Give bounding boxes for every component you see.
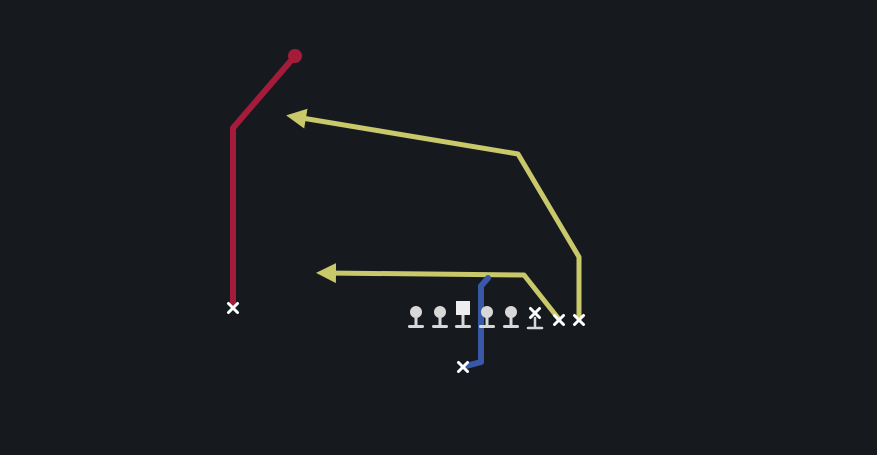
slot-receiver-marker [553,314,565,326]
left-receiver-marker [227,302,239,314]
red-route [230,49,302,308]
right-receiver-marker [573,314,585,326]
center-icon [455,301,471,328]
tight-end-stance [526,316,544,330]
offensive-line [408,301,519,328]
red-route-end-circle [288,49,302,63]
lineman-icon [479,306,495,328]
player-markers [227,302,585,373]
tight-end-marker [529,307,541,319]
running-back-marker [457,361,469,373]
blue-route [463,275,491,369]
lineman-icon [503,306,519,328]
yellow-deep-route [286,108,582,321]
red-route-line [230,53,298,308]
lineman-icon [408,306,424,328]
lineman-icon [432,306,448,328]
yellow-shallow-route [316,263,561,321]
